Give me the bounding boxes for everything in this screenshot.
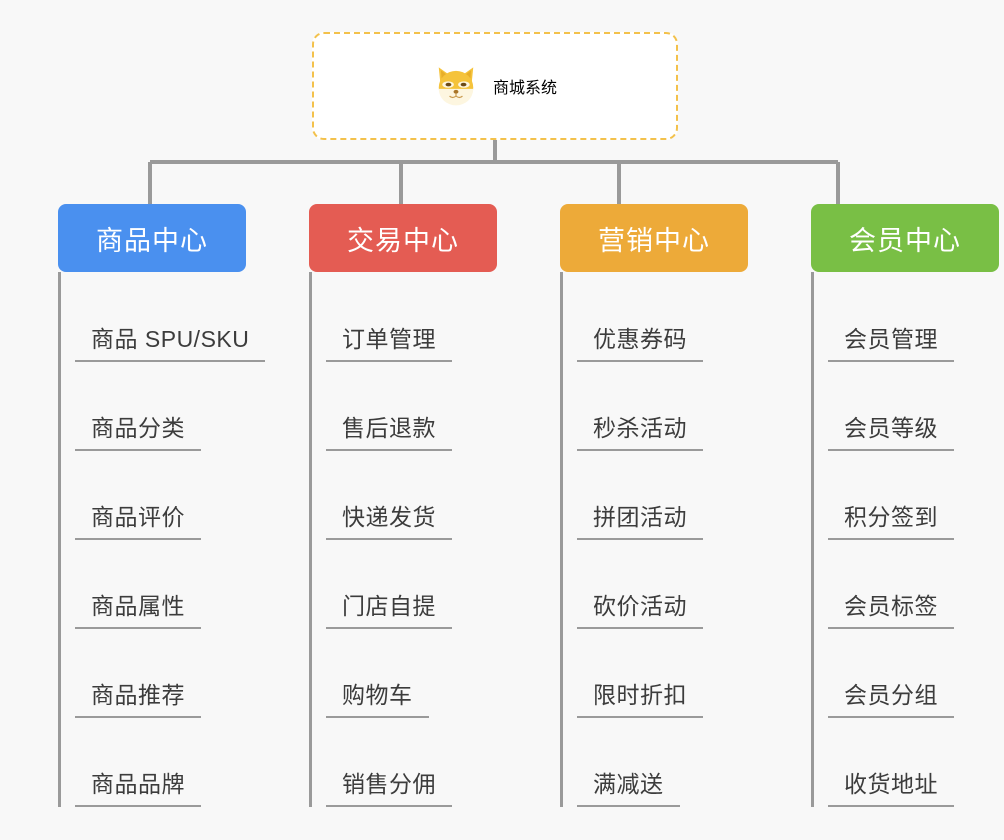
category-label: 会员中心	[849, 225, 961, 256]
item-label: 砍价活动	[593, 593, 687, 619]
list-item[interactable]: 限时折扣	[577, 629, 703, 718]
list-item[interactable]: 会员管理	[828, 272, 954, 362]
list-item[interactable]: 商品品牌	[75, 718, 201, 807]
category-header-trade-center[interactable]: 交易中心	[309, 204, 497, 272]
list-item[interactable]: 商品属性	[75, 540, 201, 629]
list-item[interactable]: 售后退款	[326, 362, 452, 451]
page-title: 商城系统	[492, 80, 557, 97]
item-label: 商品分类	[91, 415, 185, 441]
list-item[interactable]: 会员等级	[828, 362, 954, 451]
item-list-member-center: 会员管理 会员等级 积分签到 会员标签 会员分组 收货地址	[811, 272, 954, 807]
item-label: 销售分佣	[342, 771, 436, 797]
category-header-marketing-center[interactable]: 营销中心	[560, 204, 748, 272]
column-trade-center: 交易中心 订单管理 售后退款 快递发货 门店自提 购物车 销售分佣	[251, 204, 502, 807]
category-label: 商品中心	[96, 225, 208, 256]
category-label: 营销中心	[598, 225, 710, 256]
item-label: 会员标签	[844, 593, 938, 619]
category-header-product-center[interactable]: 商品中心	[58, 204, 246, 272]
list-item[interactable]: 会员分组	[828, 629, 954, 718]
list-item[interactable]: 门店自提	[326, 540, 452, 629]
list-item[interactable]: 销售分佣	[326, 718, 452, 807]
item-label: 积分签到	[844, 504, 938, 530]
item-label: 售后退款	[342, 415, 436, 441]
item-list-marketing-center: 优惠券码 秒杀活动 拼团活动 砍价活动 限时折扣 满减送	[560, 272, 703, 807]
category-header-member-center[interactable]: 会员中心	[811, 204, 999, 272]
list-item[interactable]: 优惠券码	[577, 272, 703, 362]
item-label: 收货地址	[844, 771, 938, 797]
list-item[interactable]: 收货地址	[828, 718, 954, 807]
item-label: 商品评价	[91, 504, 185, 530]
list-item[interactable]: 购物车	[326, 629, 429, 718]
list-item[interactable]: 商品 SPU/SKU	[75, 272, 266, 362]
list-item[interactable]: 满减送	[577, 718, 680, 807]
item-list-product-center: 商品 SPU/SKU 商品分类 商品评价 商品属性 商品推荐 商品品牌	[58, 272, 266, 807]
item-label: 商品品牌	[91, 771, 185, 797]
list-item[interactable]: 快递发货	[326, 451, 452, 540]
item-list-trade-center: 订单管理 售后退款 快递发货 门店自提 购物车 销售分佣	[309, 272, 452, 807]
item-label: 商品 SPU/SKU	[91, 326, 250, 352]
item-label: 会员分组	[844, 682, 938, 708]
shiba-dog-face-icon	[433, 63, 479, 109]
list-item[interactable]: 秒杀活动	[577, 362, 703, 451]
list-item[interactable]: 订单管理	[326, 272, 452, 362]
item-label: 优惠券码	[593, 326, 687, 352]
list-item[interactable]: 积分签到	[828, 451, 954, 540]
column-marketing-center: 营销中心 优惠券码 秒杀活动 拼团活动 砍价活动 限时折扣 满减送	[502, 204, 753, 807]
column-product-center: 商品中心 商品 SPU/SKU 商品分类 商品评价 商品属性 商品推荐 商品品牌	[0, 204, 266, 807]
root-node-shop-system[interactable]: 商城系统	[312, 32, 678, 140]
column-member-center: 会员中心 会员管理 会员等级 积分签到 会员标签 会员分组 收货地址	[753, 204, 1004, 807]
item-label: 门店自提	[342, 593, 436, 619]
list-item[interactable]: 拼团活动	[577, 451, 703, 540]
category-label: 交易中心	[347, 225, 459, 256]
list-item[interactable]: 砍价活动	[577, 540, 703, 629]
list-item[interactable]: 商品分类	[75, 362, 201, 451]
item-label: 满减送	[593, 771, 664, 797]
item-label: 秒杀活动	[593, 415, 687, 441]
list-item[interactable]: 会员标签	[828, 540, 954, 629]
item-label: 商品属性	[91, 593, 185, 619]
list-item[interactable]: 商品评价	[75, 451, 201, 540]
item-label: 会员等级	[844, 415, 938, 441]
item-label: 拼团活动	[593, 504, 687, 530]
category-columns: 商品中心 商品 SPU/SKU 商品分类 商品评价 商品属性 商品推荐 商品品牌…	[0, 204, 1004, 807]
item-label: 快递发货	[342, 504, 436, 530]
item-label: 订单管理	[342, 326, 436, 352]
item-label: 限时折扣	[593, 682, 687, 708]
item-label: 会员管理	[844, 326, 938, 352]
item-label: 购物车	[342, 682, 413, 708]
item-label: 商品推荐	[91, 682, 185, 708]
list-item[interactable]: 商品推荐	[75, 629, 201, 718]
